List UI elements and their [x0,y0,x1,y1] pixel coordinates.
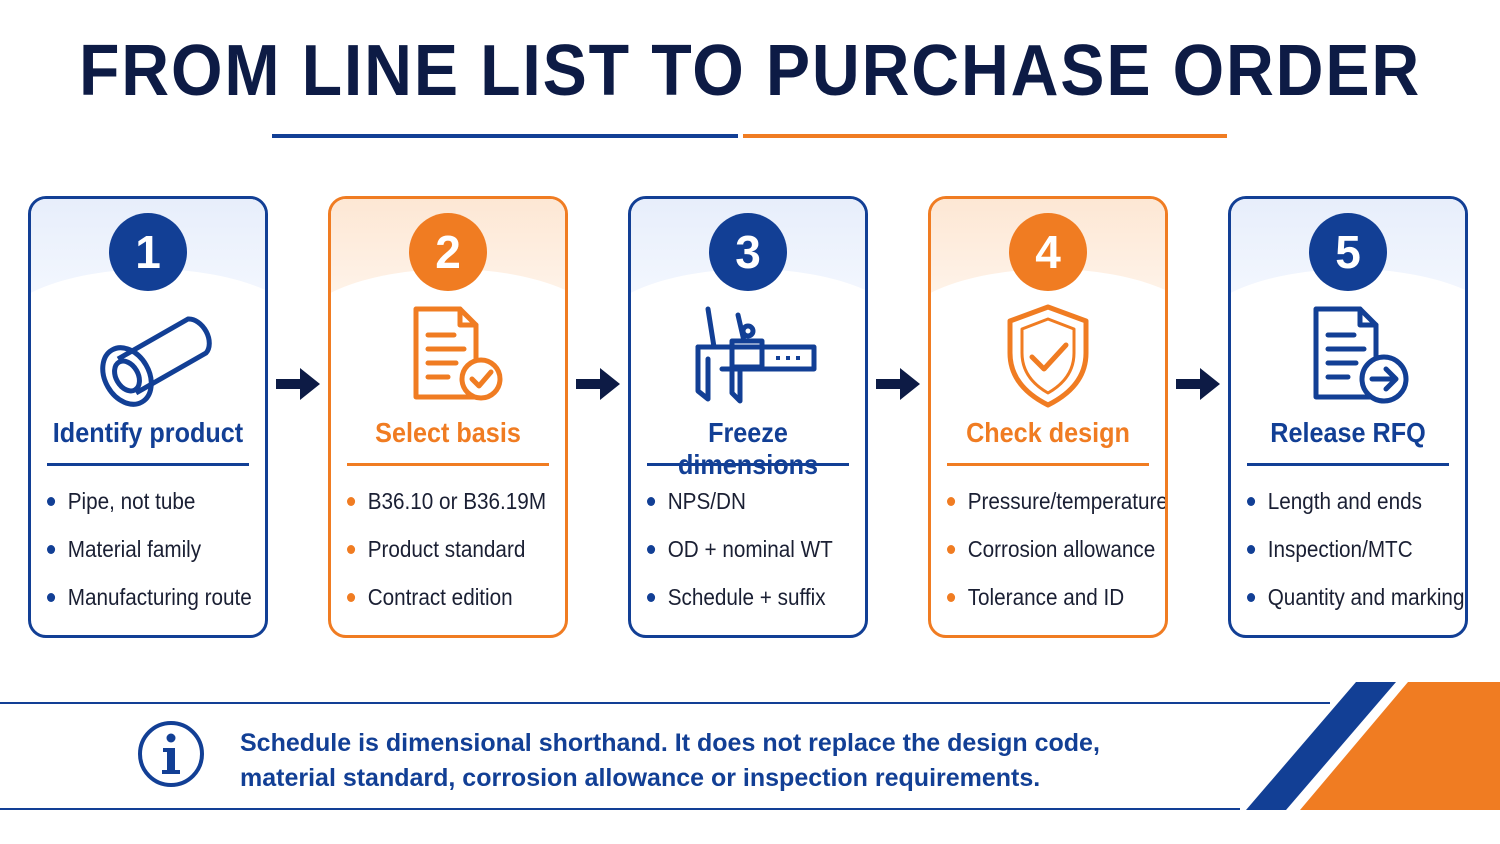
step-title: Identify product [52,417,244,448]
bullet-item: Contract edition [347,579,556,627]
bullet-item: Pipe, not tube [47,483,256,531]
shield-check-icon [1007,304,1089,408]
arrow-right-icon [1176,368,1220,400]
bullet-item: Material family [47,531,256,579]
step-title: Release RFQ [1270,417,1426,448]
step-card-2: 2 Select basis B36.10 or B36.19M Product… [328,196,568,638]
step-title: Check design [966,417,1130,448]
info-icon [138,721,204,787]
step-number: 1 [109,213,187,291]
title-underline-orange [743,134,1227,138]
bullet-item: Inspection/MTC [1247,531,1456,579]
title-underline-blue [272,134,738,138]
bullet-item: Corrosion allowance [947,531,1156,579]
document-check-icon [413,306,503,401]
step-number: 2 [409,213,487,291]
step-number: 4 [1009,213,1087,291]
arrow-right-icon [276,368,320,400]
page-title: FROM LINE LIST TO PURCHASE ORDER [78,31,1422,111]
step-number: 5 [1309,213,1387,291]
arrow-right-icon [576,368,620,400]
bullet-item: Quantity and marking [1247,579,1464,627]
step-title: Freeze dimensions [677,417,819,480]
bullet-item: NPS/DN [647,483,856,531]
step-card-3: 3 Freeze dimensions NPS/DN OD + nominal … [628,196,868,638]
banner-bottom-line [0,808,1240,810]
bullet-item: Pressure/temperature [947,483,1165,531]
arrow-right-icon [876,368,920,400]
bullet-item: Schedule + suffix [647,579,856,627]
caliper-icon [695,306,817,404]
bullet-item: OD + nominal WT [647,531,856,579]
step-number: 3 [709,213,787,291]
step-card-1: 1 Identify product Pipe, not tube Materi… [28,196,268,638]
banner-top-line [0,702,1330,704]
step-card-4: 4 Check design Pressure/temperature Corr… [928,196,1168,638]
pipe-icon [100,316,212,407]
bullet-item: Tolerance and ID [947,579,1156,627]
bullet-item: Product standard [347,531,556,579]
decorative-stripes [1246,682,1500,810]
note-text: Schedule is dimensional shorthand. It do… [240,729,1100,792]
bullet-item: Manufacturing route [47,579,256,627]
bullet-item: B36.10 or B36.19M [347,483,556,531]
bullet-item: Length and ends [1247,483,1456,531]
document-send-icon [1313,306,1409,404]
step-title: Select basis [375,417,521,448]
step-card-5: 5 Release RFQ Length and ends Inspection… [1228,196,1468,638]
